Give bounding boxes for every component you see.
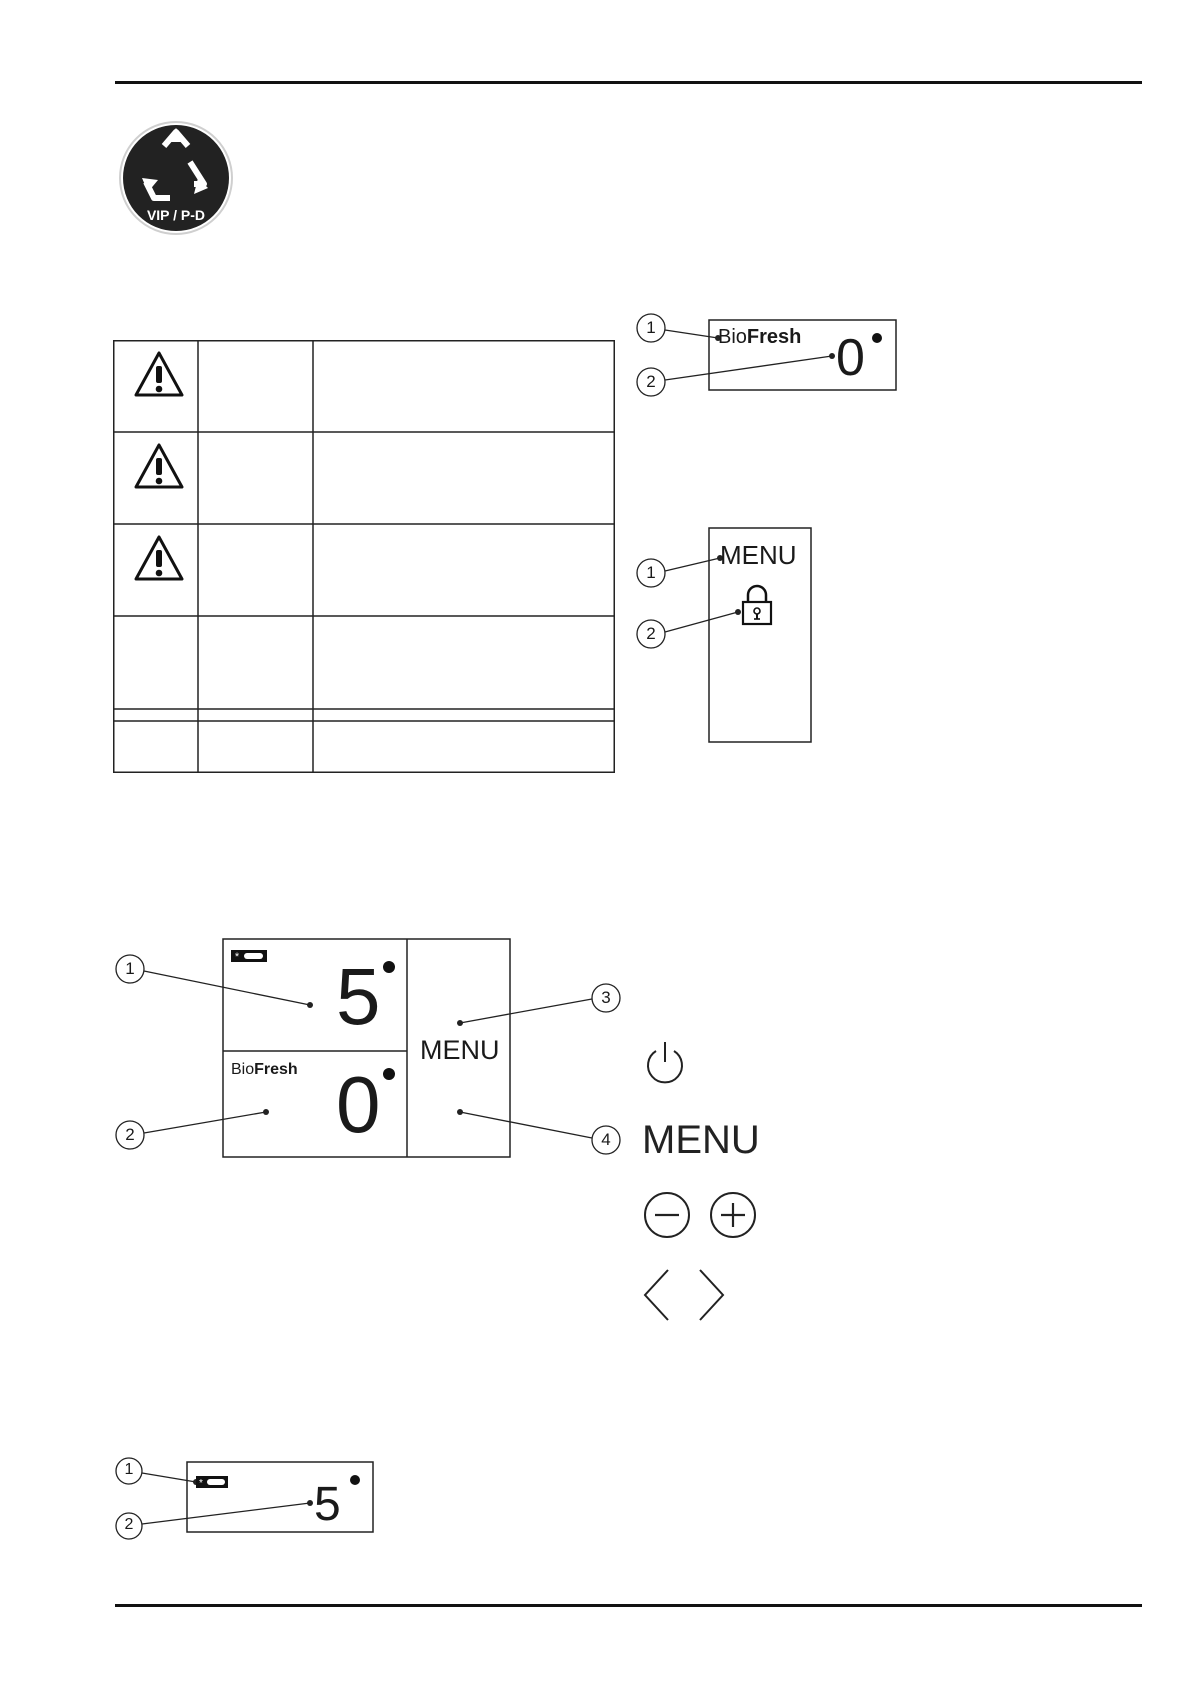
svg-text:*: * (235, 951, 240, 962)
chevron-left-icon (642, 1268, 672, 1327)
menu-key-label: MENU (642, 1118, 760, 1162)
plus-icon (708, 1190, 758, 1245)
logo-label: VIP / P-D (147, 207, 205, 223)
warning-table (113, 340, 615, 773)
top-rule (115, 81, 1142, 84)
power-icon (642, 1040, 688, 1091)
callout-2: 2 (646, 372, 656, 391)
brand-prefix: Bio (231, 1061, 255, 1078)
menu-label: MENU (720, 540, 797, 570)
biofresh-value: 0 (836, 329, 865, 387)
freezer-symbol-icon: * (196, 1475, 228, 1493)
freezer-symbol-icon: * (231, 949, 267, 967)
callout-2: 2 (646, 624, 656, 643)
callout-1: 1 (125, 959, 135, 978)
bottom-rule (115, 1604, 1142, 1607)
minus-icon (642, 1190, 692, 1245)
chevron-right-icon (696, 1268, 726, 1327)
padlock-icon (740, 584, 774, 631)
callout-1: 1 (646, 318, 656, 337)
recycling-logo: VIP / P-D (118, 120, 234, 236)
top-value: 5 (336, 952, 381, 1041)
brand-bold: Fresh (254, 1061, 298, 1078)
svg-text:*: * (199, 1478, 203, 1488)
small-value: 5 (314, 1478, 341, 1531)
brand-bold: Fresh (746, 326, 802, 348)
warning-row-1-icon (133, 350, 185, 403)
bottom-brand: BioFresh (231, 1061, 298, 1079)
warning-triangle-icon (134, 535, 184, 581)
callout-3: 3 (601, 988, 611, 1007)
figure-menu-lock: 1 2 MENU (630, 524, 830, 746)
callout-2: 2 (125, 1125, 135, 1144)
menu-label: MENU (420, 1035, 500, 1065)
warning-triangle-icon (134, 443, 184, 489)
bottom-value: 0 (336, 1060, 381, 1149)
brand-prefix: Bio (718, 326, 747, 348)
warning-triangle-icon (134, 351, 184, 397)
biofresh-brand: BioFresh (718, 326, 801, 349)
figure-small-display: 1 2 * 5 (110, 1455, 380, 1555)
callout-2: 2 (124, 1516, 134, 1533)
callout-1: 1 (646, 563, 656, 582)
warning-row-3-icon (133, 534, 185, 587)
callout-4: 4 (601, 1130, 611, 1149)
warning-row-2-icon (133, 442, 185, 495)
figure-biofresh-display: 1 2 BioFresh 0 (630, 308, 910, 398)
figure-main-display: 1 2 3 4 * 5 BioFresh 0 MENU (110, 935, 630, 1165)
recycle-icon: VIP / P-D (119, 121, 233, 235)
callout-1: 1 (124, 1461, 134, 1478)
